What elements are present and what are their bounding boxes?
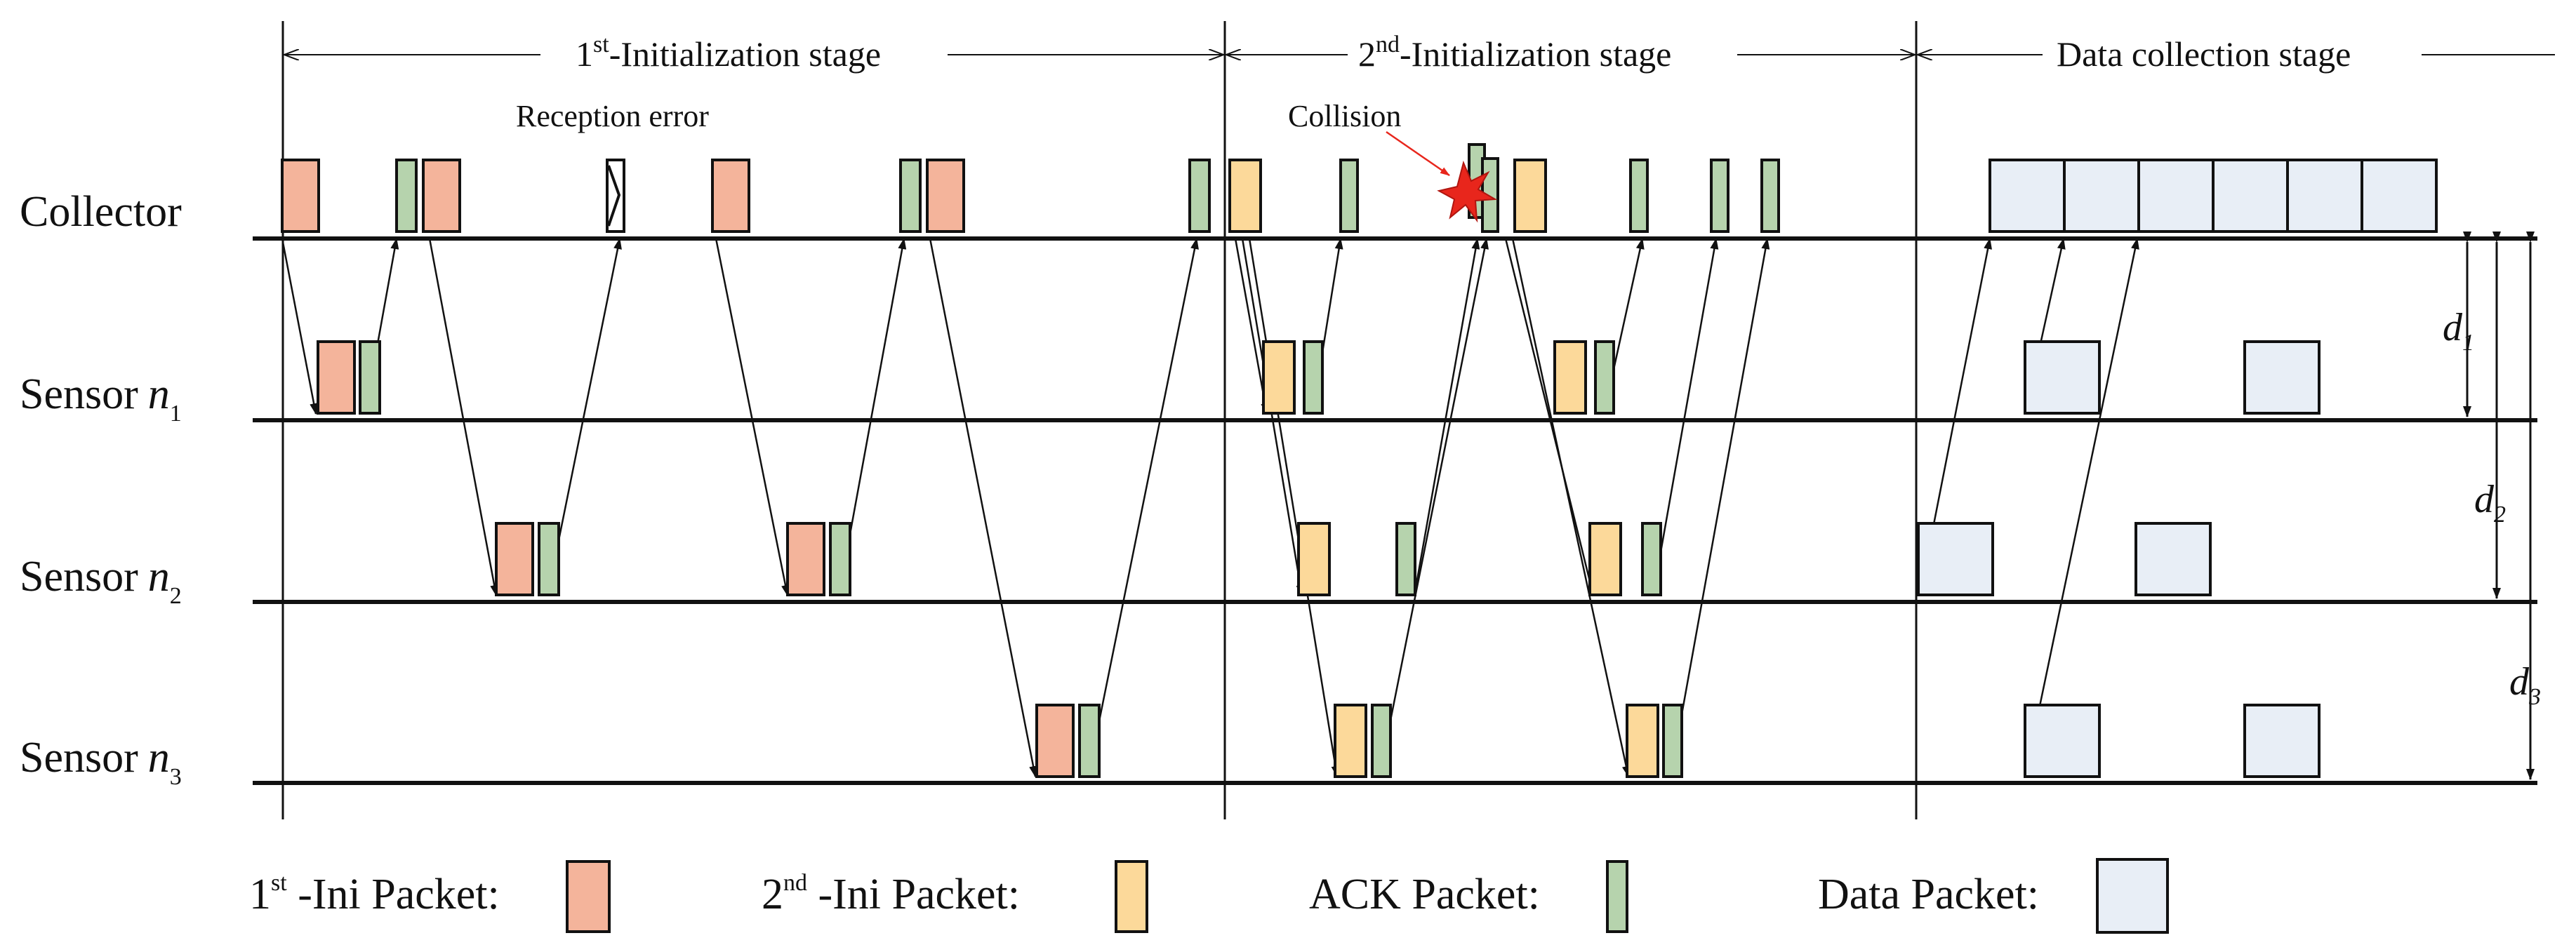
legend-ini1-label: 1st -Ini Packet: xyxy=(249,870,500,918)
packet-ini1-c-3 xyxy=(711,159,750,233)
packet-ack-n2-2 xyxy=(829,522,851,596)
distance-indicators xyxy=(2463,232,2535,780)
packet-data-c-4 xyxy=(2212,159,2289,233)
packet-data-n3-2 xyxy=(2243,704,2321,778)
arrow-s2-c-to-n3-b xyxy=(1511,238,1631,777)
stage-3-title: Data collection stage xyxy=(2057,34,2351,74)
packet-data-c-3 xyxy=(2137,159,2215,233)
packet-data-n1-2 xyxy=(2243,340,2321,415)
packet-ack-n3-2 xyxy=(1371,704,1392,778)
packet-ini2-n1-1 xyxy=(1262,340,1296,415)
packet-data-n2-2 xyxy=(2135,522,2212,596)
arrow-s2-c-to-n2-b xyxy=(1504,238,1595,596)
arrow-s1-c-to-n2 xyxy=(428,238,499,596)
packet-ini1-c-1 xyxy=(281,159,320,233)
packet-ini1-c-4 xyxy=(926,159,965,233)
arrow-s2-c-to-n2 xyxy=(1241,238,1305,596)
arrow-s1-c-to-n1 xyxy=(281,238,319,415)
packet-ack-n2-3 xyxy=(1395,522,1416,596)
distance-d1-label: d1 xyxy=(2443,306,2474,356)
collision-label: Collision xyxy=(1288,99,1401,133)
distance-d2-label: d2 xyxy=(2474,478,2506,528)
arrow-s1-c-to-n2-b xyxy=(715,238,790,596)
legend-data-swatch xyxy=(2096,858,2169,934)
packet-ini2-c-1 xyxy=(1228,159,1262,233)
packet-ack-c-1 xyxy=(395,159,418,233)
legend-data-label: Data Packet: xyxy=(1818,871,2039,918)
arrow-d-n3-data xyxy=(2024,238,2139,777)
arrow-s1-n3-ack xyxy=(1087,238,1199,777)
timelines xyxy=(253,236,2537,785)
legend-ini2-label: 2nd -Ini Packet: xyxy=(762,870,1020,918)
packet-data-n1-1 xyxy=(2024,340,2101,415)
packet-data-c-5 xyxy=(2286,159,2363,233)
arrow-s2-n3-ack-b xyxy=(1669,238,1770,777)
packet-ini1-n2-2 xyxy=(786,522,825,596)
packet-ack-c-5 xyxy=(1629,159,1649,233)
packet-ack-n3-3 xyxy=(1662,704,1683,778)
packet-ack-c-7 xyxy=(1760,159,1780,233)
packet-ack-n1-2 xyxy=(1303,340,1324,415)
packet-ack-c-3 xyxy=(1188,159,1211,233)
arrow-s1-c-to-n3 xyxy=(929,238,1038,777)
packet-data-n2-1 xyxy=(1917,522,1994,596)
stage-headers: 1st-Initialization stage 2nd-Initializat… xyxy=(284,32,2555,74)
packet-ini2-n3-2 xyxy=(1626,704,1659,778)
transmission-arrows xyxy=(281,130,2139,777)
collision-pointer xyxy=(1386,130,1450,177)
packet-ini2-n1-2 xyxy=(1553,340,1587,415)
arrow-s2-c-to-n1 xyxy=(1234,238,1270,415)
packet-ini1-n2-1 xyxy=(495,522,534,596)
legend: 1st -Ini Packet: 2nd -Ini Packet: ACK Pa… xyxy=(249,858,2169,934)
packet-data-c-1 xyxy=(1989,159,2066,233)
packet-data-c-6 xyxy=(2361,159,2438,233)
packet-ack-c-6 xyxy=(1710,159,1729,233)
packet-ini2-n2-2 xyxy=(1588,522,1622,596)
packet-ack-n2-4 xyxy=(1641,522,1662,596)
packet-ini1-n1 xyxy=(317,340,356,415)
arrow-s2-n3-ack xyxy=(1378,238,1489,777)
arrow-s2-n2-ack-b xyxy=(1652,238,1719,596)
stage-2-title: 2nd-Initialization stage xyxy=(1358,32,1671,74)
packet-ini2-c-2 xyxy=(1513,159,1547,233)
packet-ini1-n3 xyxy=(1035,704,1075,778)
legend-ack-label: ACK Packet: xyxy=(1309,871,1540,918)
legend-ack-swatch xyxy=(1606,860,1628,933)
legend-ini1-swatch xyxy=(566,860,611,933)
arrow-s2-c-to-n3 xyxy=(1248,238,1340,777)
packet-ack-c-4 xyxy=(1339,159,1359,233)
packet-data-c-2 xyxy=(2063,159,2140,233)
reception-error-mark xyxy=(607,165,621,227)
packet-ack-n3 xyxy=(1078,704,1101,778)
packet-ack-c-2 xyxy=(899,159,922,233)
stage-1-title: 1st-Initialization stage xyxy=(576,32,881,74)
packet-ini2-n3-1 xyxy=(1334,704,1367,778)
collision-icon xyxy=(1437,160,1498,223)
arrow-s2-n2-ack xyxy=(1413,238,1480,596)
legend-ini2-swatch xyxy=(1115,860,1148,933)
packet-ini1-c-2 xyxy=(422,159,461,233)
packet-ack-n1-3 xyxy=(1594,340,1615,415)
packet-ini2-n2-1 xyxy=(1297,522,1331,596)
packet-ack-n2-1 xyxy=(538,522,560,596)
packet-ack-n1 xyxy=(359,340,381,415)
packets xyxy=(281,143,2438,778)
distance-d3-label: d3 xyxy=(2509,660,2541,710)
packet-data-n3-1 xyxy=(2024,704,2101,778)
reception-error-label: Reception error xyxy=(516,99,709,133)
row-label-collector: Collector xyxy=(20,188,182,236)
